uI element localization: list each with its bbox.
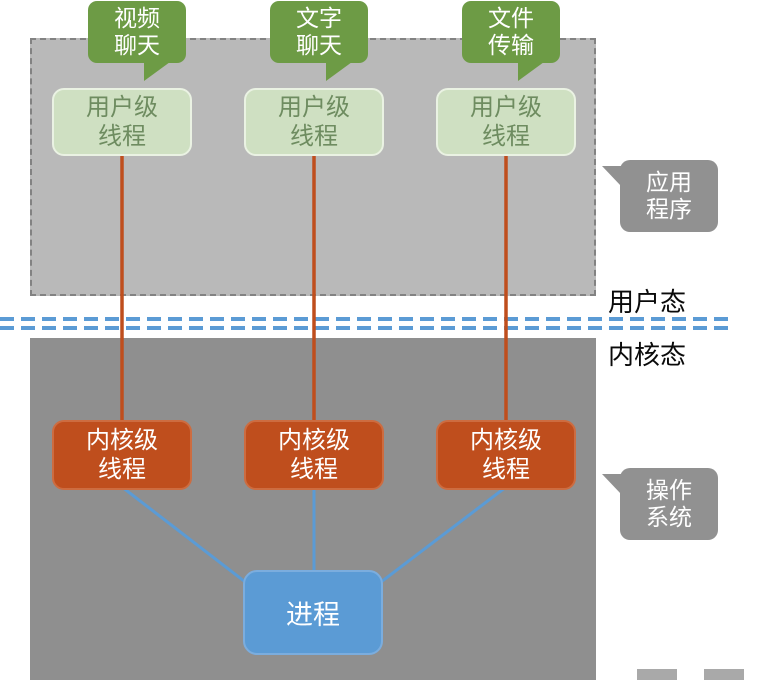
mode-divider-line-bottom (0, 326, 730, 330)
app-bubble-text-chat: 文字 聊天 (270, 1, 368, 81)
user-mode-label: 用户态 (608, 287, 687, 317)
app-bubble-file-transfer: 文件 传输 (462, 1, 560, 81)
app-bubble-label: 视频 聊天 (114, 5, 160, 58)
kernel-thread-node-1: 内核级 线程 (52, 420, 192, 490)
user-thread-label: 用户级 线程 (86, 94, 158, 150)
user-space-region (30, 38, 596, 296)
user-thread-node-3: 用户级 线程 (436, 88, 576, 156)
app-bubble-video-chat: 视频 聊天 (88, 1, 186, 81)
kernel-thread-label: 内核级 线程 (278, 427, 350, 483)
app-bubble-label: 文字 聊天 (296, 5, 342, 58)
callout-tail-icon (602, 474, 621, 494)
app-bubble-label: 文件 传输 (488, 5, 534, 58)
speech-tail-icon (144, 62, 170, 81)
user-thread-node-1: 用户级 线程 (52, 88, 192, 156)
speech-tail-icon (326, 62, 352, 81)
mode-divider-line-top (0, 317, 730, 321)
process-node: 进程 (243, 570, 383, 655)
callout-tail-icon (602, 166, 621, 186)
kernel-thread-label: 内核级 线程 (470, 427, 542, 483)
cropped-shape (704, 669, 744, 680)
operating-system-callout: 操作 系统 (602, 468, 718, 540)
user-thread-label: 用户级 线程 (278, 94, 350, 150)
operating-system-callout-label: 操作 系统 (646, 477, 692, 530)
user-thread-node-2: 用户级 线程 (244, 88, 384, 156)
kernel-thread-node-3: 内核级 线程 (436, 420, 576, 490)
cropped-shape (637, 669, 677, 680)
process-label: 进程 (286, 600, 340, 630)
kernel-thread-node-2: 内核级 线程 (244, 420, 384, 490)
application-callout: 应用 程序 (602, 160, 718, 232)
user-thread-label: 用户级 线程 (470, 94, 542, 150)
kernel-mode-label: 内核态 (608, 340, 687, 370)
application-callout-label: 应用 程序 (646, 169, 692, 222)
kernel-thread-label: 内核级 线程 (86, 427, 158, 483)
speech-tail-icon (518, 62, 544, 81)
